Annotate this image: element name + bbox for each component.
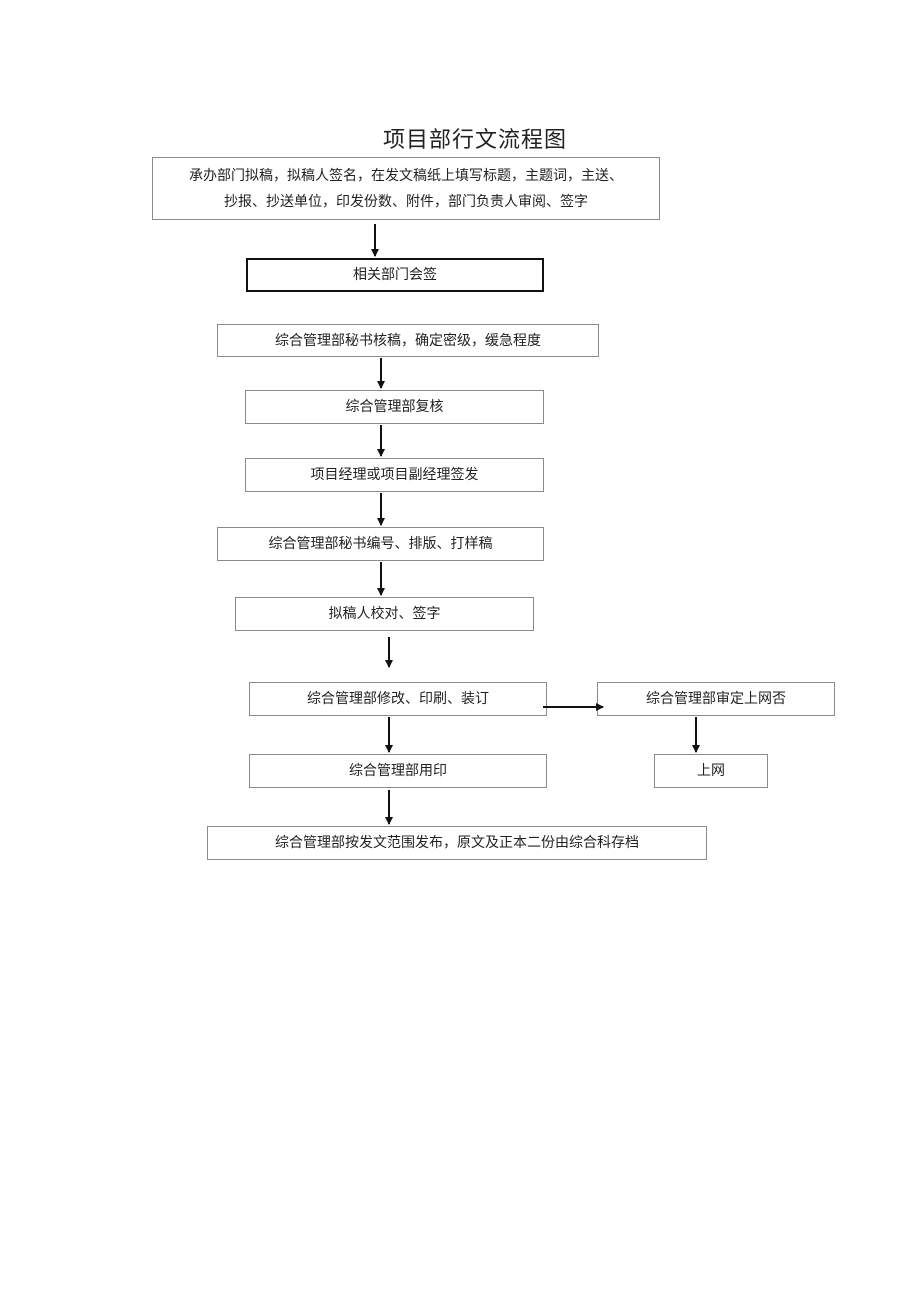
- step-draft: 承办部门拟稿，拟稿人签名，在发文稿纸上填写标题，主题词，主送、 抄报、抄送单位，…: [152, 157, 660, 220]
- step-recheck: 综合管理部复核: [245, 390, 544, 424]
- step-draft-line-2: 抄报、抄送单位，印发份数、附件，部门负责人审阅、签字: [224, 193, 588, 210]
- step-revise-print: 综合管理部修改、印刷、装订: [249, 682, 547, 716]
- step-secretary-review: 综合管理部秘书核稿，确定密级，缓急程度: [217, 324, 599, 357]
- step-online-review: 综合管理部审定上网否: [597, 682, 835, 716]
- diagram-title: 项目部行文流程图: [382, 128, 567, 153]
- step-draft-text: 承办部门拟稿，拟稿人签名，在发文稿纸上填写标题，主题词，主送、 抄报、抄送单位，…: [181, 163, 631, 215]
- step-proofread: 拟稿人校对、签字: [235, 597, 534, 631]
- step-online: 上网: [654, 754, 768, 788]
- step-distribute: 综合管理部按发文范围发布，原文及正本二份由综合科存档: [207, 826, 707, 860]
- step-countersign: 相关部门会签: [246, 258, 544, 292]
- step-draft-line-1: 承办部门拟稿，拟稿人签名，在发文稿纸上填写标题，主题词，主送、: [189, 167, 623, 184]
- step-sign-issue: 项目经理或项目副经理签发: [245, 458, 544, 492]
- step-numbering: 综合管理部秘书编号、排版、打样稿: [217, 527, 544, 561]
- step-seal: 综合管理部用印: [249, 754, 547, 788]
